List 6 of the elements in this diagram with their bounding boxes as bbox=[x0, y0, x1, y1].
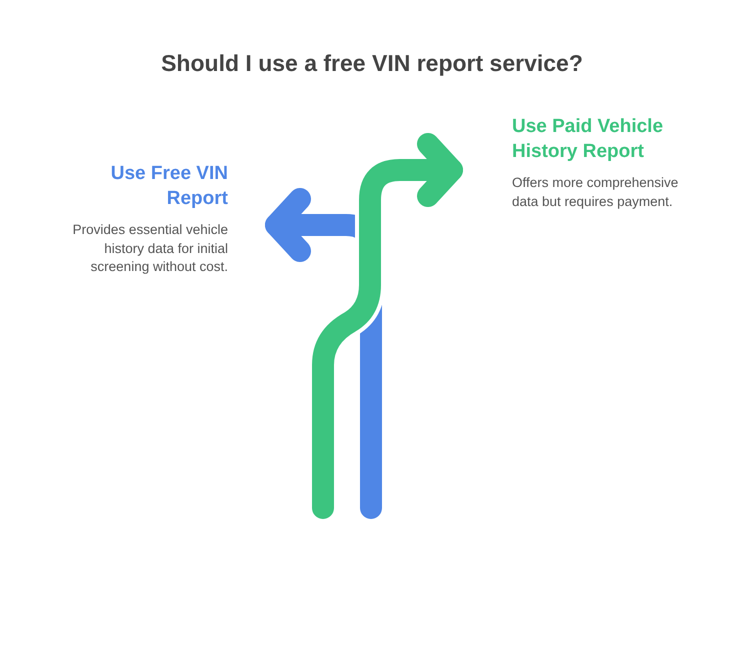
option-heading: Use Free VIN Report bbox=[110, 162, 228, 211]
option-heading: Use Paid Vehicle History Report bbox=[512, 115, 664, 164]
title: Should I use a free VIN report service? bbox=[160, 50, 584, 77]
option-description: Offers more comprehensive data but requires payment. bbox=[512, 174, 680, 211]
arrow bbox=[312, 133, 463, 519]
option-description: Provides essential vehicle history data for initial screening without cost. bbox=[72, 221, 228, 276]
